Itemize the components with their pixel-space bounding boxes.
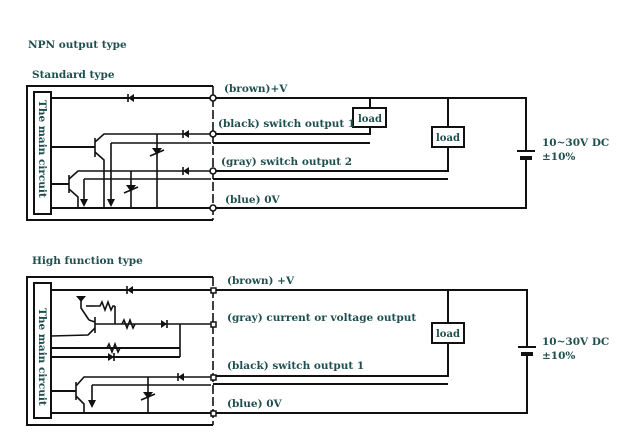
main-circuit-box [33, 91, 52, 215]
diode-icon [126, 286, 133, 294]
wire-label-gray: (gray) current or voltage output [227, 312, 416, 324]
high-function-type-title: High function type [32, 255, 143, 267]
high-function-type-diagram: The main circuit [26, 275, 609, 426]
supply-voltage-label: 10~30V DC [542, 137, 609, 149]
wire-label-blue: (blue) 0V [225, 194, 281, 206]
terminal-icon [209, 94, 217, 102]
terminal-icon [209, 130, 217, 138]
main-circuit-label: The main circuit [36, 308, 48, 406]
wire-label-brown: (brown)+V [224, 83, 288, 95]
load-box [352, 107, 387, 128]
battery-icon [518, 346, 536, 356]
wire-label-black: (black) switch output 1 [218, 118, 355, 130]
transistor-2-icon [51, 170, 211, 208]
wire-black [216, 343, 449, 377]
resistor-icon [95, 299, 115, 313]
load-box [431, 126, 465, 148]
diode-icon [177, 373, 184, 381]
diode-icon [127, 94, 134, 102]
main-circuit-box [33, 282, 52, 419]
main-circuit-label: The main circuit [36, 100, 48, 198]
terminal-icon [210, 374, 217, 381]
load-label: load [436, 329, 460, 340]
wire-black [216, 127, 371, 135]
load-label: load [436, 133, 460, 144]
diode-icon [108, 353, 115, 361]
transistor-icon [51, 376, 211, 413]
wire-label-blue: (blue) 0V [227, 398, 283, 410]
resistor-icon [106, 341, 121, 355]
wire-gray [216, 147, 449, 172]
terminal-icon [210, 287, 217, 294]
zener-diode-icon [123, 171, 139, 208]
diode-icon [161, 320, 168, 328]
terminal-icon [210, 321, 217, 328]
wire-label-black: (black) switch output 1 [227, 360, 364, 372]
wire-brown [216, 97, 527, 150]
sensor-housing [26, 85, 213, 221]
supply-voltage-label: 10~30V DC [542, 336, 609, 348]
page-heading: NPN output type [28, 39, 127, 51]
battery-icon [517, 150, 535, 160]
diode-icon [182, 167, 189, 175]
resistor-icon [121, 317, 136, 331]
load-box [431, 322, 465, 344]
zener-diode-icon [140, 377, 156, 413]
standard-type-diagram: The main circuit [26, 83, 609, 221]
terminal-icon [210, 410, 217, 417]
diode-icon [182, 130, 189, 138]
wire-label-brown: (brown) +V [227, 275, 295, 287]
sensor-housing [26, 276, 213, 426]
wire-blue [216, 160, 527, 209]
supply-tolerance-label: ±10% [542, 151, 575, 163]
standard-type-title: Standard type [32, 69, 115, 81]
output-transistor-icon [50, 296, 211, 337]
supply-tolerance-label: ±10% [542, 350, 575, 362]
terminal-icon [209, 204, 217, 212]
wire-brown [216, 289, 528, 346]
wire-label-gray: (gray) switch output 2 [221, 156, 352, 168]
terminal-icon [209, 167, 217, 175]
load-label: load [358, 114, 382, 125]
wire-blue [216, 356, 528, 414]
